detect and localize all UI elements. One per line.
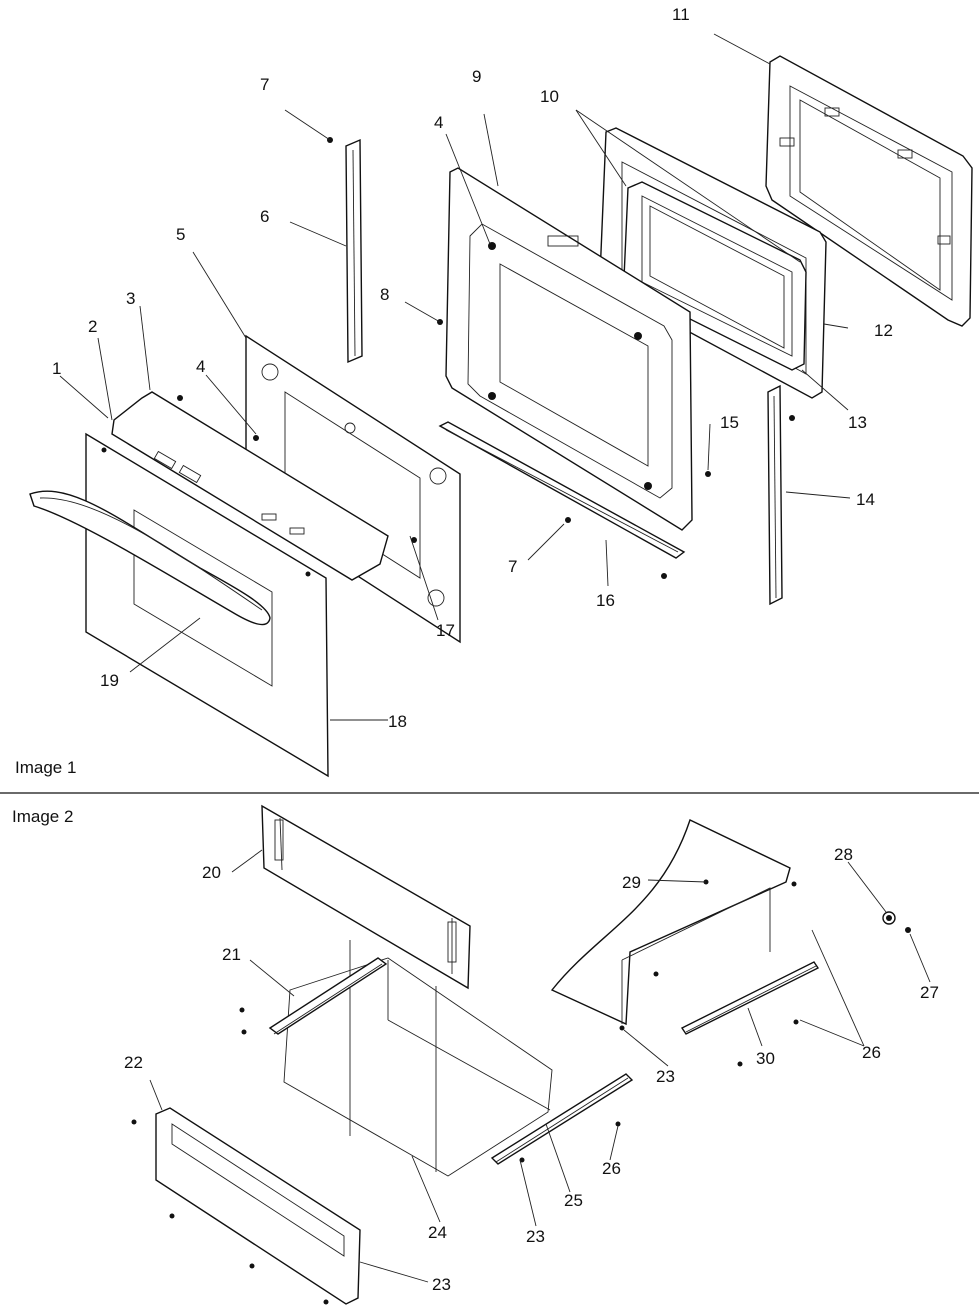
callout-15: 15 bbox=[720, 413, 739, 432]
callout-26a: 26 bbox=[602, 1159, 621, 1178]
drawer-assembly: 20 21 22 23 23 23 24 25 26 26 27 28 29 3… bbox=[12, 804, 939, 1305]
callout-21: 21 bbox=[222, 945, 241, 964]
leader-lines-image1 bbox=[59, 33, 851, 721]
callout-4a: 4 bbox=[196, 357, 205, 376]
part-6-hinge-channel bbox=[345, 138, 363, 364]
callout-13: 13 bbox=[848, 413, 867, 432]
callout-5: 5 bbox=[176, 225, 185, 244]
callout-3: 3 bbox=[126, 289, 135, 308]
caption-image-2: Image 2 bbox=[12, 807, 73, 826]
part-24-drawer-body bbox=[283, 940, 553, 1177]
part-28-bumper bbox=[882, 911, 896, 925]
callouts-image1: 1 2 3 4 4 5 6 7 7 8 9 10 11 12 13 14 15 … bbox=[52, 5, 893, 731]
callout-9: 9 bbox=[472, 67, 481, 86]
callout-16: 16 bbox=[596, 591, 615, 610]
callout-19: 19 bbox=[100, 671, 119, 690]
callout-8: 8 bbox=[380, 285, 389, 304]
part-9-inner-liner bbox=[445, 167, 693, 531]
part-22-drawer-front bbox=[155, 1107, 361, 1305]
callout-28: 28 bbox=[834, 845, 853, 864]
part-14-hinge-channel bbox=[767, 384, 783, 606]
callout-1: 1 bbox=[52, 359, 61, 378]
callout-29: 29 bbox=[622, 873, 641, 892]
part-3-bracket bbox=[111, 391, 389, 581]
callout-23c: 23 bbox=[656, 1067, 675, 1086]
callout-20: 20 bbox=[202, 863, 221, 882]
callout-10: 10 bbox=[540, 87, 559, 106]
callout-18: 18 bbox=[388, 712, 407, 731]
callout-7b: 7 bbox=[508, 557, 517, 576]
caption-image-1: Image 1 bbox=[15, 758, 76, 777]
part-11-rear-frame bbox=[765, 55, 973, 327]
part-13-window-glass bbox=[623, 181, 807, 371]
callouts-image2: 20 21 22 23 23 23 24 25 26 26 27 28 29 3… bbox=[124, 845, 939, 1294]
part-27-screw bbox=[905, 927, 911, 933]
callout-25: 25 bbox=[564, 1191, 583, 1210]
callout-6: 6 bbox=[260, 207, 269, 226]
leader-lines-image2 bbox=[149, 849, 931, 1283]
callout-24: 24 bbox=[428, 1223, 447, 1242]
callout-11: 11 bbox=[672, 5, 690, 24]
part-18-outer-door bbox=[85, 432, 329, 778]
callout-22: 22 bbox=[124, 1053, 143, 1072]
callout-23b: 23 bbox=[526, 1227, 545, 1246]
callout-26b: 26 bbox=[862, 1043, 881, 1062]
oven-door-assembly: 1 2 3 4 4 5 6 7 7 8 9 10 11 12 13 14 15 … bbox=[15, 5, 973, 778]
part-16-bottom-trim bbox=[438, 421, 686, 559]
part-21-left-rail bbox=[268, 957, 388, 1035]
callout-2: 2 bbox=[88, 317, 97, 336]
callout-14: 14 bbox=[856, 490, 875, 509]
part-drawer-side-detail bbox=[550, 819, 791, 1026]
callout-23a: 23 bbox=[432, 1275, 451, 1294]
part-19-handle bbox=[29, 490, 271, 626]
hardware-screws-image2 bbox=[131, 879, 799, 1305]
callout-7a: 7 bbox=[260, 75, 269, 94]
callout-12: 12 bbox=[874, 321, 893, 340]
callout-30: 30 bbox=[756, 1049, 775, 1068]
part-30-bracket bbox=[680, 961, 820, 1035]
part-25-right-rail bbox=[490, 1073, 634, 1165]
callout-4b: 4 bbox=[434, 113, 443, 132]
callout-27: 27 bbox=[920, 983, 939, 1002]
part-20-back-panel bbox=[261, 804, 471, 990]
callout-17: 17 bbox=[436, 621, 455, 640]
